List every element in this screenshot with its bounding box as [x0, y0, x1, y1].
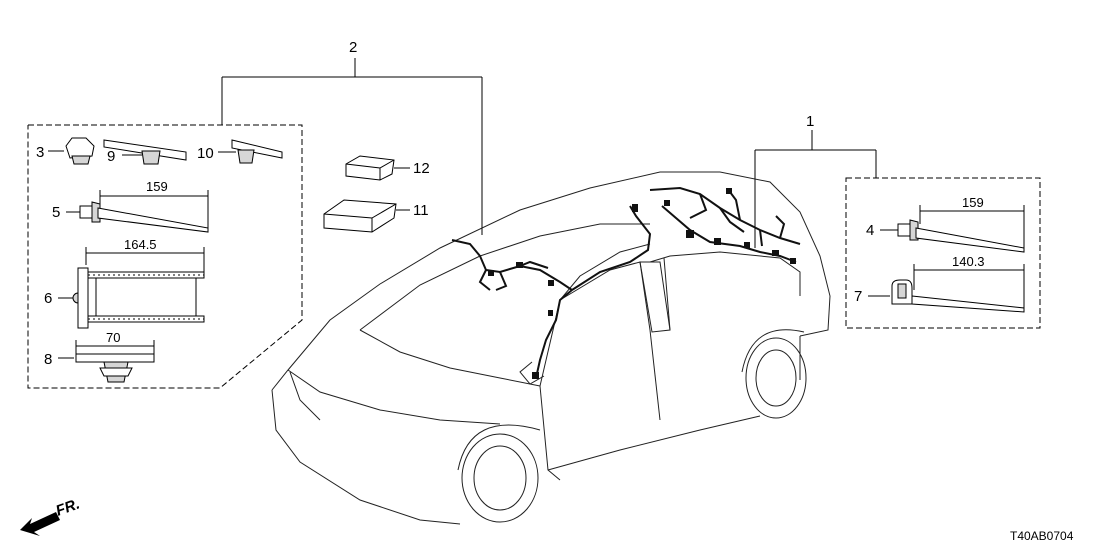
dimension-part-5: 159 [146, 179, 168, 194]
callout-2-leader [221, 58, 483, 235]
part-3-clip [48, 137, 95, 165]
callout-8: 8 [44, 351, 52, 368]
front-direction-arrow: FR. [20, 496, 82, 536]
car-body-outline [271, 171, 831, 525]
part-5-cable-tie [66, 190, 209, 233]
part-11-cover [323, 199, 410, 233]
callout-6: 6 [44, 290, 52, 307]
front-direction-label: FR. [54, 496, 83, 520]
callout-5: 5 [52, 204, 60, 221]
callout-3: 3 [36, 144, 44, 161]
part-10-band-clip [218, 139, 283, 164]
part-12-cover [345, 155, 410, 181]
callout-1: 1 [806, 113, 814, 130]
part-4-cable-tie [880, 205, 1025, 253]
callout-7: 7 [854, 288, 862, 305]
diagram-code: T40AB0704 [1010, 529, 1074, 543]
part-8-clip [58, 340, 155, 383]
callout-9: 9 [107, 148, 115, 165]
callout-11: 11 [413, 202, 429, 219]
dimension-part-8: 70 [106, 330, 120, 345]
callout-4: 4 [866, 222, 874, 239]
floor-wire-harness [451, 204, 652, 379]
callout-12: 12 [413, 160, 430, 177]
part-9-band-clip [103, 139, 187, 165]
dimension-part-4: 159 [962, 195, 984, 210]
roof-wire-harness [649, 186, 801, 264]
callout-10: 10 [197, 145, 214, 162]
callout-1-leader [754, 130, 877, 248]
callout-2: 2 [349, 39, 357, 56]
part-6-double-tie [58, 247, 205, 329]
left-parts-group [27, 124, 303, 389]
dimension-part-7: 140.3 [952, 254, 985, 269]
part-7-clip [868, 264, 1025, 313]
right-parts-group [845, 177, 1041, 329]
dimension-part-6: 164.5 [124, 237, 157, 252]
